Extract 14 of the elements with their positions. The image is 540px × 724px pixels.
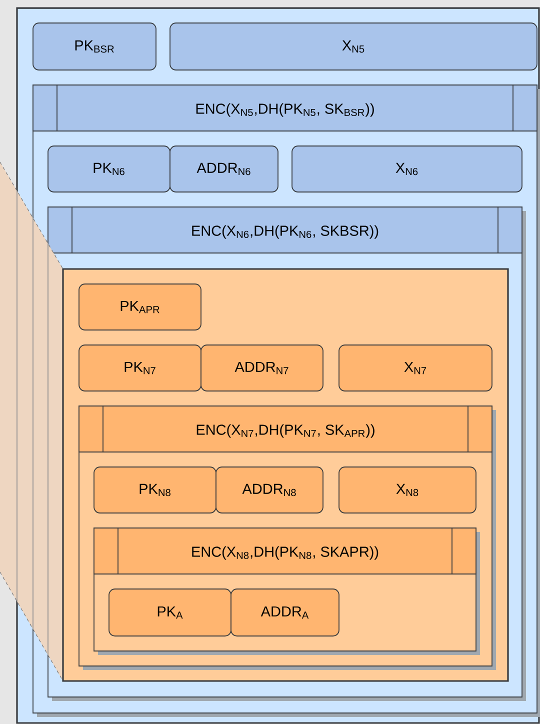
field-box: ADDR$_{N6}$ <box>170 146 278 192</box>
field-box: ADDR$_{A}$ <box>230 588 340 636</box>
field-box: PK$_{N6}$ <box>48 146 170 192</box>
field-box: X$_{N7}$ <box>338 344 492 392</box>
field-box: ADDR$_{N8}$ <box>216 466 324 514</box>
field-box: X$_{N8}$ <box>338 466 476 514</box>
field-box: PK$_{N8}$ <box>94 466 216 514</box>
field-box: PK$_{A}$ <box>108 588 232 636</box>
field-box: ADDR$_{N7}$ <box>200 344 324 392</box>
field-box: X$_{N5}$ <box>170 22 538 70</box>
field-box: PK$_{APR}$ <box>78 284 202 330</box>
field-box: X$_{N6}$ <box>292 146 522 192</box>
field-box: PK$_{N7}$ <box>78 344 202 392</box>
field-box: PK$_{BSR}$ <box>32 22 156 70</box>
